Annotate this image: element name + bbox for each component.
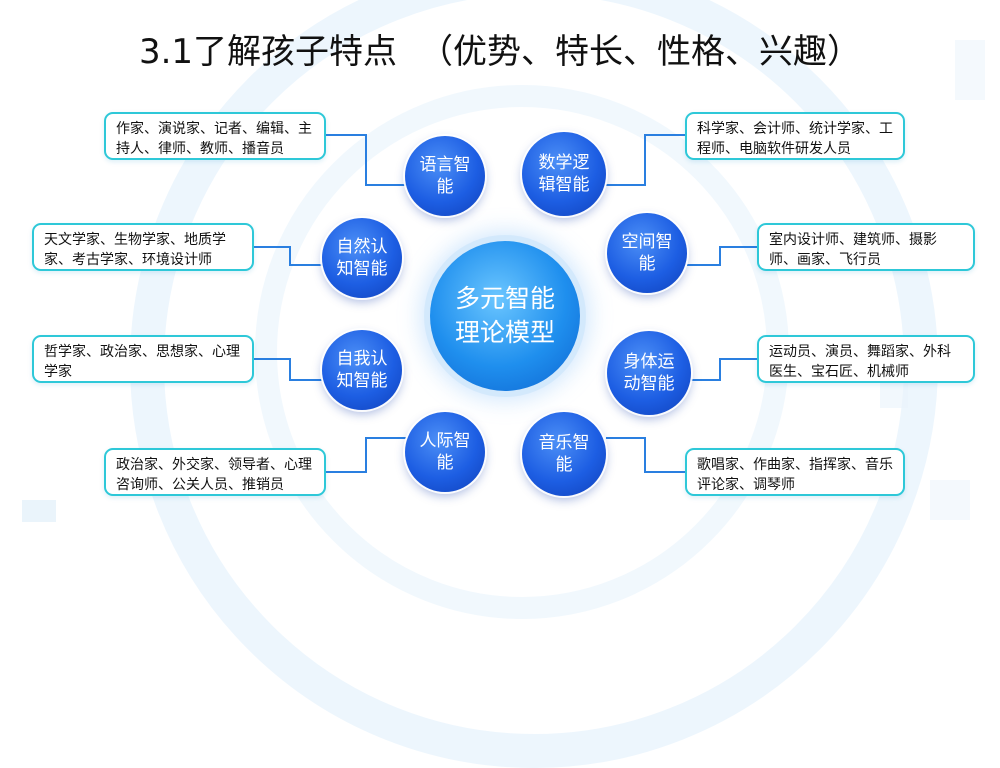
careers-box-logic-math: 科学家、会计师、统计学家、工程师、电脑软件研发人员 xyxy=(685,112,905,160)
connector-spatial xyxy=(687,246,757,266)
careers-text: 运动员、演员、舞蹈家、外科医生、宝石匠、机械师 xyxy=(769,344,951,380)
connector-intrapersonal xyxy=(254,358,322,381)
careers-box-language: 作家、演说家、记者、编辑、主持人、律师、教师、播音员 xyxy=(104,112,326,160)
node-interpersonal: 人际智能 xyxy=(405,412,485,492)
node-intrapersonal: 自我认知智能 xyxy=(322,330,402,410)
title-sub: （优势、特长、性格、兴趣） xyxy=(419,32,862,72)
connector-logic-math xyxy=(606,134,685,186)
careers-box-bodily-kinesthetic: 运动员、演员、舞蹈家、外科医生、宝石匠、机械师 xyxy=(757,335,975,383)
node-label: 人际智能 xyxy=(419,431,471,473)
center-node: 多元智能理论模型 xyxy=(430,241,580,391)
careers-box-musical: 歌唱家、作曲家、指挥家、音乐评论家、调琴师 xyxy=(685,448,905,496)
node-label: 自我认知智能 xyxy=(336,349,388,391)
connector-interpersonal xyxy=(326,437,406,473)
careers-text: 室内设计师、建筑师、摄影师、画家、飞行员 xyxy=(769,232,937,268)
center-node-label: 多元智能理论模型 xyxy=(454,284,555,347)
careers-text: 歌唱家、作曲家、指挥家、音乐评论家、调琴师 xyxy=(697,457,893,493)
node-label: 音乐智能 xyxy=(538,433,590,475)
slide-title: 3.1了解孩子特点 （优势、特长、性格、兴趣） xyxy=(0,24,1000,73)
node-naturalist: 自然认知智能 xyxy=(322,218,402,298)
connector-naturalist xyxy=(254,246,322,266)
connector-lines xyxy=(254,134,757,473)
careers-text: 科学家、会计师、统计学家、工程师、电脑软件研发人员 xyxy=(697,121,893,157)
node-label: 语言智能 xyxy=(419,155,471,197)
careers-box-intrapersonal: 哲学家、政治家、思想家、心理学家 xyxy=(32,335,254,383)
careers-text: 政治家、外交家、领导者、心理咨询师、公关人员、推销员 xyxy=(116,457,312,493)
careers-box-naturalist: 天文学家、生物学家、地质学家、考古学家、环境设计师 xyxy=(32,223,254,271)
careers-box-spatial: 室内设计师、建筑师、摄影师、画家、飞行员 xyxy=(757,223,975,271)
careers-text: 哲学家、政治家、思想家、心理学家 xyxy=(44,344,240,380)
connector-language xyxy=(326,134,406,186)
node-musical: 音乐智能 xyxy=(522,412,606,496)
node-spatial: 空间智能 xyxy=(607,213,687,293)
careers-text: 作家、演说家、记者、编辑、主持人、律师、教师、播音员 xyxy=(116,121,312,157)
node-bodily-kinesthetic: 身体运动智能 xyxy=(607,331,691,415)
node-label: 数学逻辑智能 xyxy=(538,153,590,195)
connector-bodily xyxy=(691,358,757,381)
title-main: 3.1了解孩子特点 xyxy=(138,32,398,72)
node-logic-math: 数学逻辑智能 xyxy=(522,132,606,216)
node-label: 空间智能 xyxy=(621,232,673,274)
node-label: 身体运动智能 xyxy=(623,352,675,394)
node-language: 语言智能 xyxy=(405,136,485,216)
careers-text: 天文学家、生物学家、地质学家、考古学家、环境设计师 xyxy=(44,232,226,268)
connector-musical xyxy=(606,437,685,473)
careers-box-interpersonal: 政治家、外交家、领导者、心理咨询师、公关人员、推销员 xyxy=(104,448,326,496)
node-label: 自然认知智能 xyxy=(336,237,388,279)
